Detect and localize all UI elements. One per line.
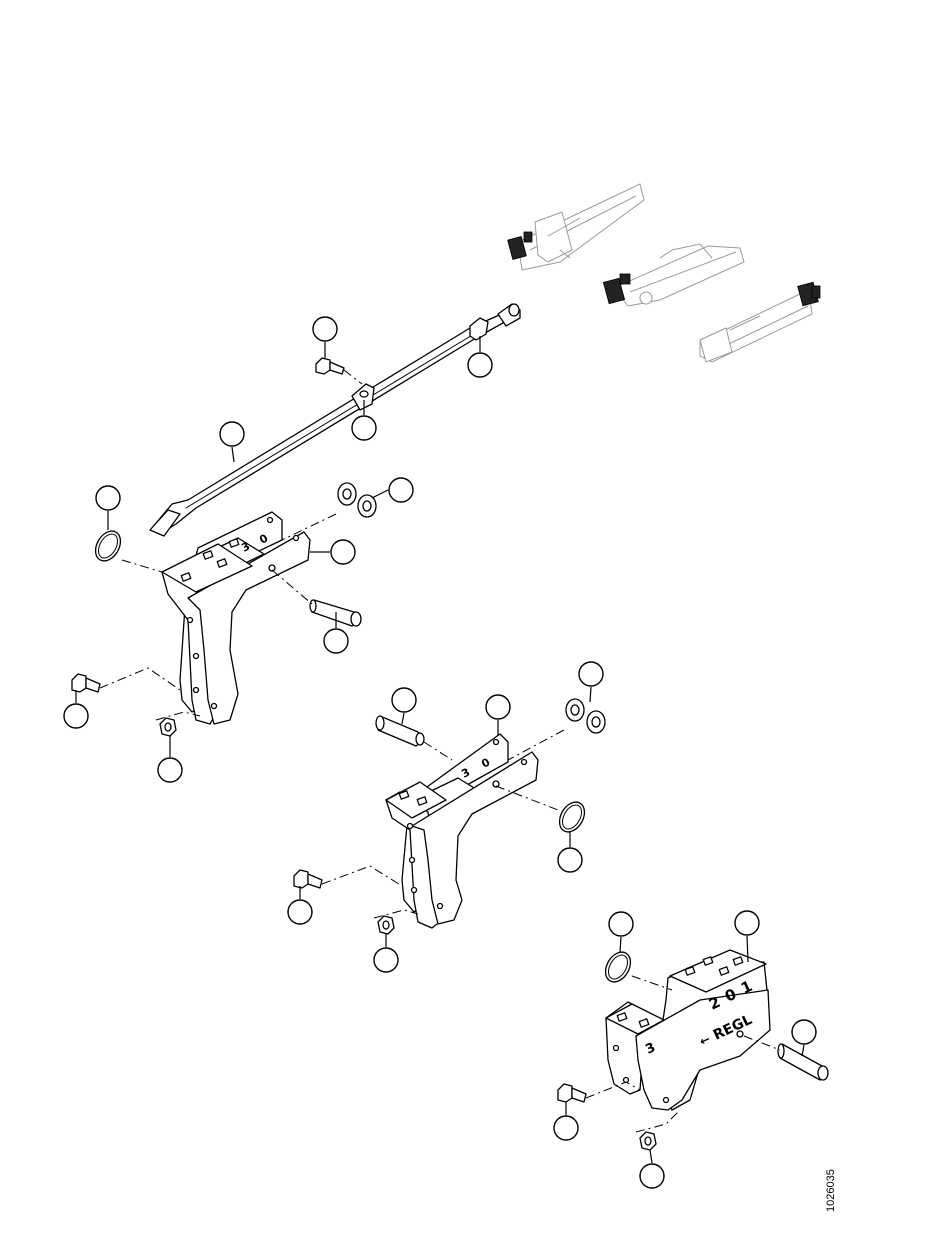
bolt-middle [294,866,402,888]
linkage-arm [150,304,520,536]
pin-middle [376,716,452,760]
bracket-assembly-left: 3 0 [162,512,310,724]
nut-left [156,712,200,736]
locator-view-middle [603,244,744,306]
bushing-pair-middle [508,699,605,760]
o-ring-right [600,948,672,990]
o-ring-left [90,527,162,572]
locator-view-lower [700,282,820,362]
figure-number: 1026035 [825,1169,837,1212]
nut-middle [374,910,418,934]
cap-screw-small [316,358,362,384]
bushing-pair-left [282,483,376,540]
locator-view-upper [508,184,644,270]
bolt-left [72,668,180,692]
nut-right [636,1110,680,1150]
bracket-assembly-middle: 3 0 [386,734,538,928]
bracket-assembly-right: 2 0 1 REGL ← 3 [606,950,770,1110]
pin-left [272,570,361,626]
pin-right [744,1036,828,1080]
